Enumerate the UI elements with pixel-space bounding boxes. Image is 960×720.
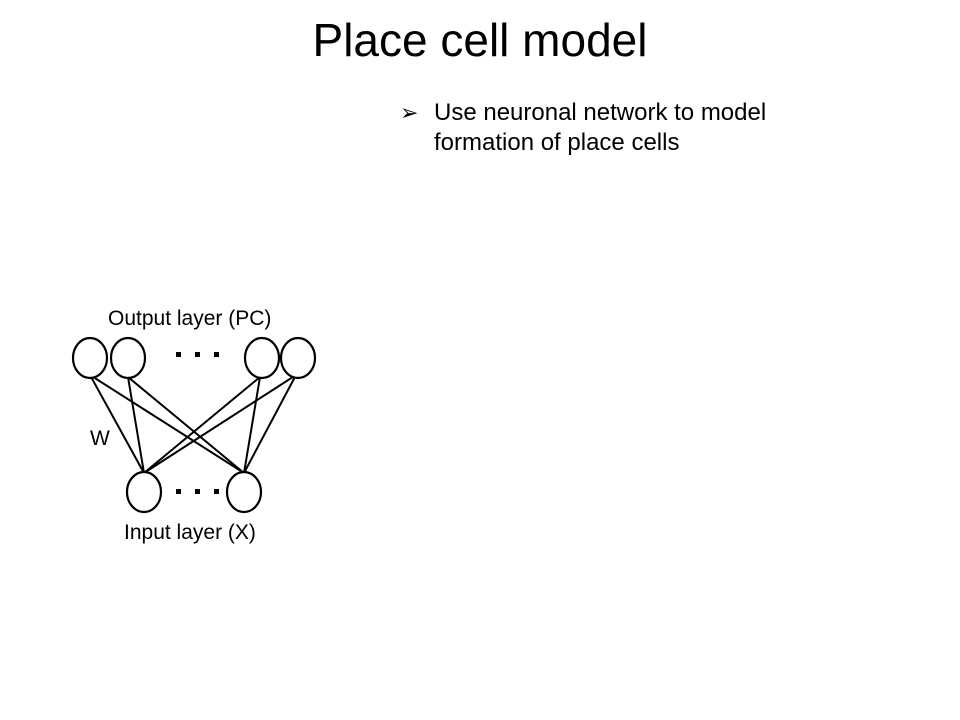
input-layer-nodes [125,470,263,514]
bullet-text: Use neuronal network to model formation … [434,99,767,156]
neural-network-diagram: Output layer (PC) W [71,307,317,544]
connection [243,376,261,474]
connection [127,376,245,474]
connection [127,376,145,474]
output-ellipsis [176,352,219,357]
connection [143,374,297,474]
weight-label: W [90,427,110,450]
connection [143,376,261,474]
ellipsis-dot [214,489,219,494]
ellipsis-dot [195,489,200,494]
output-node [71,336,109,380]
ellipsis-dot [176,352,181,357]
output-layer-nodes [71,336,317,380]
connection [243,374,297,474]
ellipsis-dot [214,352,219,357]
weight-connections [89,374,297,474]
connection [89,374,145,474]
input-ellipsis [176,489,219,494]
arrow-bullet-icon: ➢ [400,100,419,125]
ellipsis-dot [176,489,181,494]
output-node [109,336,147,380]
slide-title: Place cell model [312,14,648,66]
input-node [125,470,163,514]
output-node [279,336,317,380]
input-layer-label: Input layer (X) [124,521,256,544]
ellipsis-dot [195,352,200,357]
connection [89,374,245,474]
output-node [243,336,281,380]
input-node [225,470,263,514]
output-layer-label: Output layer (PC) [108,307,271,330]
